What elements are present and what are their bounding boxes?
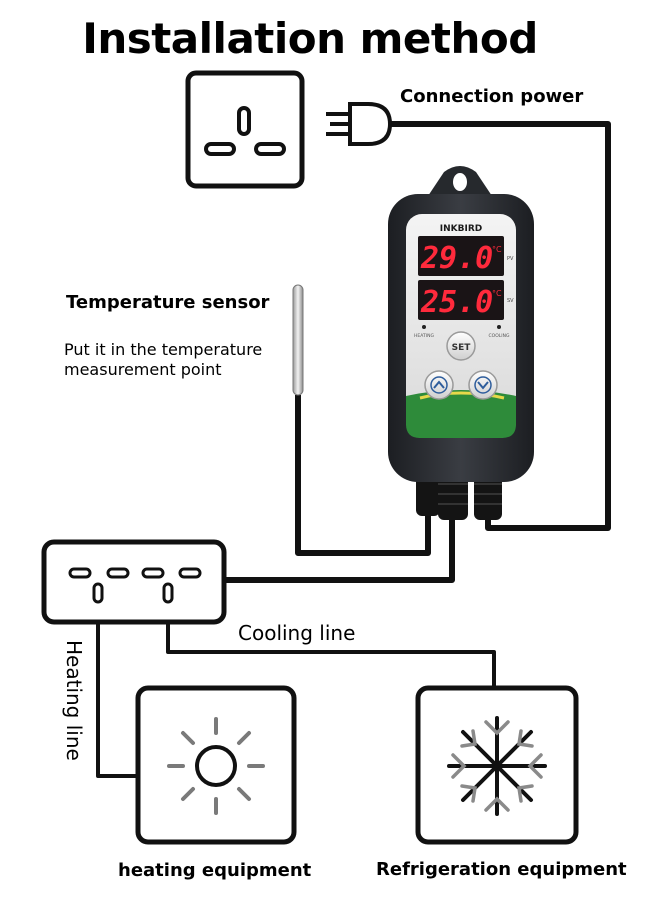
temperature-sensor-label: Temperature sensor	[66, 292, 270, 313]
heating-line-label: Heating line	[62, 640, 86, 761]
wiring	[224, 121, 611, 583]
page-title: Installation method	[82, 14, 538, 63]
cooling-indicator-label: COOLING	[489, 333, 510, 339]
cooling-indicator-led	[497, 325, 501, 329]
sv-tag: SV	[507, 298, 514, 304]
down-button[interactable]	[468, 370, 498, 400]
down-arrow-icon	[474, 376, 492, 394]
wall-socket-icon	[185, 70, 305, 189]
cooling-line-wire	[166, 622, 496, 688]
sv-unit: °C	[492, 289, 502, 298]
heating-line-wire	[96, 622, 138, 778]
sensor-wire	[295, 395, 431, 556]
temperature-probe	[292, 284, 304, 396]
sensor-note-line2: measurement point	[64, 360, 222, 379]
up-arrow-icon	[430, 376, 448, 394]
heating-indicator-label: HEATING	[414, 333, 434, 339]
set-button-label: SET	[452, 343, 472, 353]
pv-tag: PV	[507, 256, 514, 262]
connection-power-label: Connection power	[400, 86, 584, 107]
sun-icon	[167, 717, 265, 815]
outlet-box	[41, 539, 227, 625]
heating-equipment-label: heating equipment	[118, 860, 312, 881]
refrigeration-equipment-label: Refrigeration equipment	[376, 859, 627, 880]
set-button[interactable]: SET	[446, 331, 476, 361]
sensor-note-line1: Put it in the temperature	[64, 340, 263, 359]
heating-indicator-led	[422, 325, 426, 329]
snowflake-icon	[447, 716, 547, 816]
outlet-cable	[224, 512, 455, 583]
plug-icon	[326, 102, 393, 146]
heating-equipment-box	[135, 685, 297, 845]
up-button[interactable]	[424, 370, 454, 400]
pv-unit: °C	[492, 245, 502, 254]
sv-display: 25.0	[420, 285, 493, 320]
pv-display: 29.0	[420, 241, 493, 276]
cooling-line-label: Cooling line	[238, 621, 356, 645]
brand-label: INKBIRD	[440, 224, 482, 234]
power-cord	[388, 121, 611, 531]
